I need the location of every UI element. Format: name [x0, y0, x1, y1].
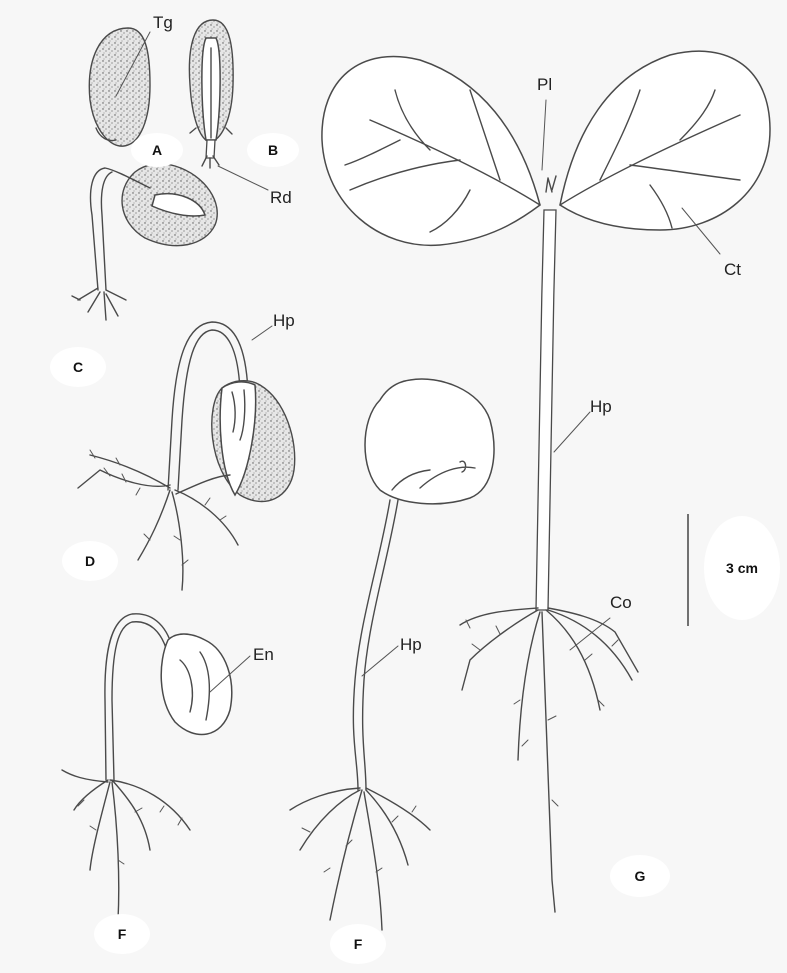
panel-f2-seedling — [290, 379, 494, 930]
panel-label-f2: F — [354, 936, 363, 952]
panel-label-f1: F — [118, 926, 127, 942]
callout-ct: Ct — [724, 260, 741, 279]
callout-en: En — [253, 645, 274, 664]
panel-c-germinating-seed — [72, 164, 217, 320]
callout-tg: Tg — [153, 13, 173, 32]
panel-label-c: C — [73, 359, 83, 375]
callout-hp-g: Hp — [590, 397, 612, 416]
co-leader-line — [570, 618, 610, 650]
pl-leader-line — [542, 100, 546, 170]
hp-d-leader-line — [252, 326, 272, 340]
panel-f1-seedling — [62, 614, 232, 920]
rd-leader-line — [218, 166, 268, 190]
panel-label-b: B — [268, 142, 278, 158]
panel-b-seed-section — [189, 20, 268, 190]
callout-pl: Pl — [537, 75, 552, 94]
callout-hp-e: Hp — [400, 635, 422, 654]
callout-co: Co — [610, 593, 632, 612]
panel-badges: A B C D F F G — [50, 133, 670, 964]
hp-g-leader-line — [554, 412, 590, 452]
panel-label-a: A — [152, 142, 162, 158]
panel-label-d: D — [85, 553, 95, 569]
panel-a-seed — [89, 28, 150, 146]
callout-rd: Rd — [270, 188, 292, 207]
scale-bar-label: 3 cm — [726, 560, 758, 576]
callout-hp-d: Hp — [273, 311, 295, 330]
panel-label-g: G — [635, 868, 646, 884]
